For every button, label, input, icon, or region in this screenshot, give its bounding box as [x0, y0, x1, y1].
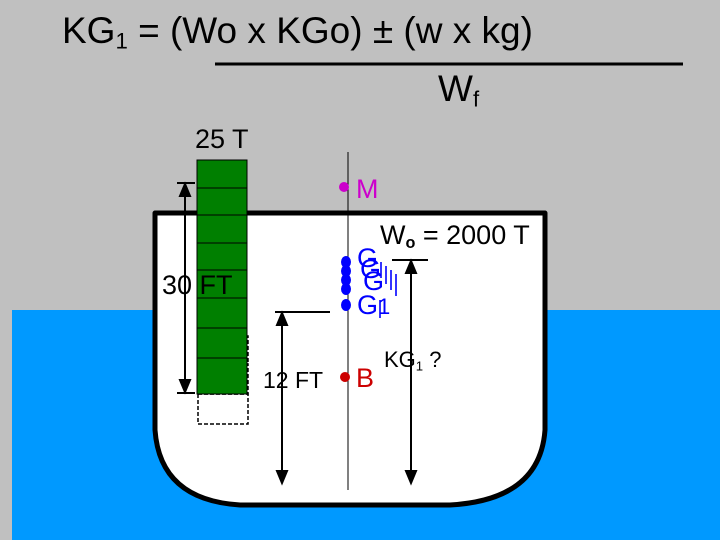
weight-label: 25 T — [195, 124, 249, 154]
buoyancy-point — [340, 372, 350, 382]
gravity-label-2: G — [360, 254, 382, 284]
ship-hull — [152, 210, 548, 508]
kg1-label: KG1 ? — [384, 349, 442, 373]
kg1-sub: 1 — [415, 358, 424, 374]
formula-wf-sub: f — [472, 86, 480, 112]
formula-kg: KG — [62, 10, 116, 51]
kg1-question: ? — [423, 347, 442, 372]
formula-denominator: Wf — [438, 70, 479, 111]
formula-wf: W — [438, 68, 473, 109]
gravity-subscript-ticks — [379, 262, 397, 318]
dimension-12ft-arrow — [275, 310, 330, 486]
dimension-30ft-label: 30 FT — [162, 270, 233, 300]
buoyancy-label: B — [356, 363, 375, 393]
metacenter-point — [339, 182, 349, 192]
kg1-arrow — [392, 258, 428, 486]
kg1-kg: KG — [384, 347, 416, 372]
displacement-label: Wo = 2000 T — [380, 220, 530, 253]
gravity-points — [341, 256, 351, 311]
gravity-label-4-sub: 1 — [378, 294, 391, 319]
metacenter-label: M — [356, 174, 379, 204]
gravity-label-1: G — [357, 243, 379, 273]
formula-kg-sub: 1 — [115, 28, 128, 54]
displacement-w: W — [380, 220, 406, 250]
gravity-label-3: G — [363, 266, 385, 296]
dimension-30ft-arrow — [177, 181, 195, 395]
displacement-sub: o — [405, 234, 416, 253]
formula-numerator: = (Wo x KGo) ± (w x kg) — [127, 10, 533, 51]
weight-block — [196, 159, 248, 395]
gravity-label-4-g: G — [357, 290, 379, 320]
dimension-12ft-label: 12 FT — [263, 367, 324, 393]
displacement-value: = 2000 T — [415, 220, 530, 250]
formula-lhs: KG1 = (Wo x KGo) ± (w x kg) — [62, 12, 533, 53]
gravity-label-4: G1 — [357, 292, 390, 319]
